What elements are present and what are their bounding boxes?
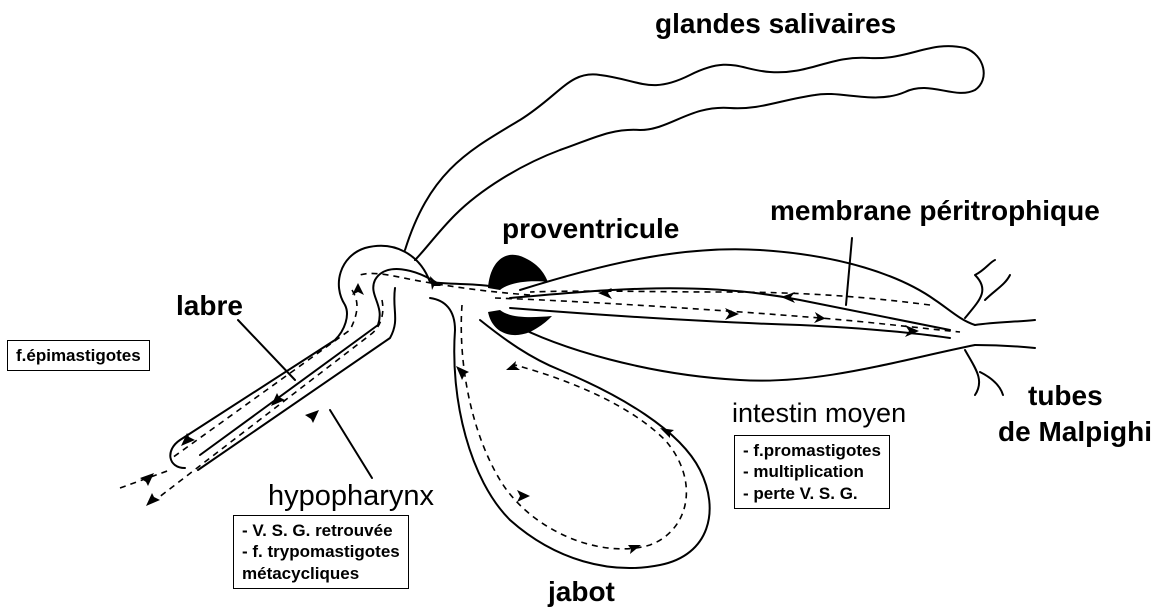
jabot-label: jabot: [548, 578, 615, 606]
route-proboscis-down: [158, 300, 383, 498]
salivary-gland-label: glandes salivaires: [655, 10, 896, 38]
midgut-line-3: - perte V. S. G.: [743, 483, 881, 504]
intestin-label: intestin moyen: [732, 400, 906, 427]
malpighian-lower: [965, 350, 1003, 395]
hypopharynx-label: hypopharynx: [268, 482, 434, 511]
hypopharynx-line-3: métacycliques: [242, 563, 400, 584]
malpighi-label: de Malpighi: [998, 418, 1152, 446]
arrow-12: [456, 366, 469, 380]
route-midgut-forward: [495, 298, 960, 332]
labrum-outline: [170, 246, 430, 468]
midgut-box: - f.promastigotes - multiplication - per…: [734, 435, 890, 509]
midgut-line-1: - f.promastigotes: [743, 440, 881, 461]
labre-label: labre: [176, 292, 243, 320]
epimastigotes-line: f.épimastigotes: [16, 345, 141, 366]
arrow-9: [305, 410, 319, 423]
arrow-13: [517, 490, 530, 502]
hindgut: [975, 320, 1035, 325]
arrow-1: [725, 308, 739, 320]
route-crop: [461, 305, 686, 549]
epimastigotes-box: f.épimastigotes: [7, 340, 150, 371]
hindgut-lower: [975, 345, 1035, 348]
route-midgut-back: [530, 291, 930, 305]
crop-outline: [454, 320, 709, 568]
membrane-pointer: [846, 238, 852, 305]
proventriculus-bottom: [488, 310, 552, 335]
arrow-6: [352, 283, 364, 295]
proventricule-label: proventricule: [502, 215, 679, 243]
malpighian-upper: [965, 260, 1010, 318]
arrow-16: [506, 361, 520, 370]
hypopharynx-box: - V. S. G. retrouvée - f. trypomastigote…: [233, 515, 409, 589]
hypopharynx-pointer: [330, 410, 372, 478]
labre-pointer: [238, 320, 295, 380]
midgut-line-2: - multiplication: [743, 461, 881, 482]
arrow-14: [628, 545, 641, 554]
membrane-label: membrane péritrophique: [770, 197, 1100, 225]
hypopharynx-line-2: - f. trypomastigotes: [242, 541, 400, 562]
tubes-label: tubes: [1028, 382, 1103, 410]
foregut-lower: [430, 298, 455, 330]
midgut-lower: [505, 320, 975, 381]
hypopharynx-line-1: - V. S. G. retrouvée: [242, 520, 400, 541]
salivary-gland: [405, 46, 984, 260]
arrow-10: [146, 493, 160, 506]
